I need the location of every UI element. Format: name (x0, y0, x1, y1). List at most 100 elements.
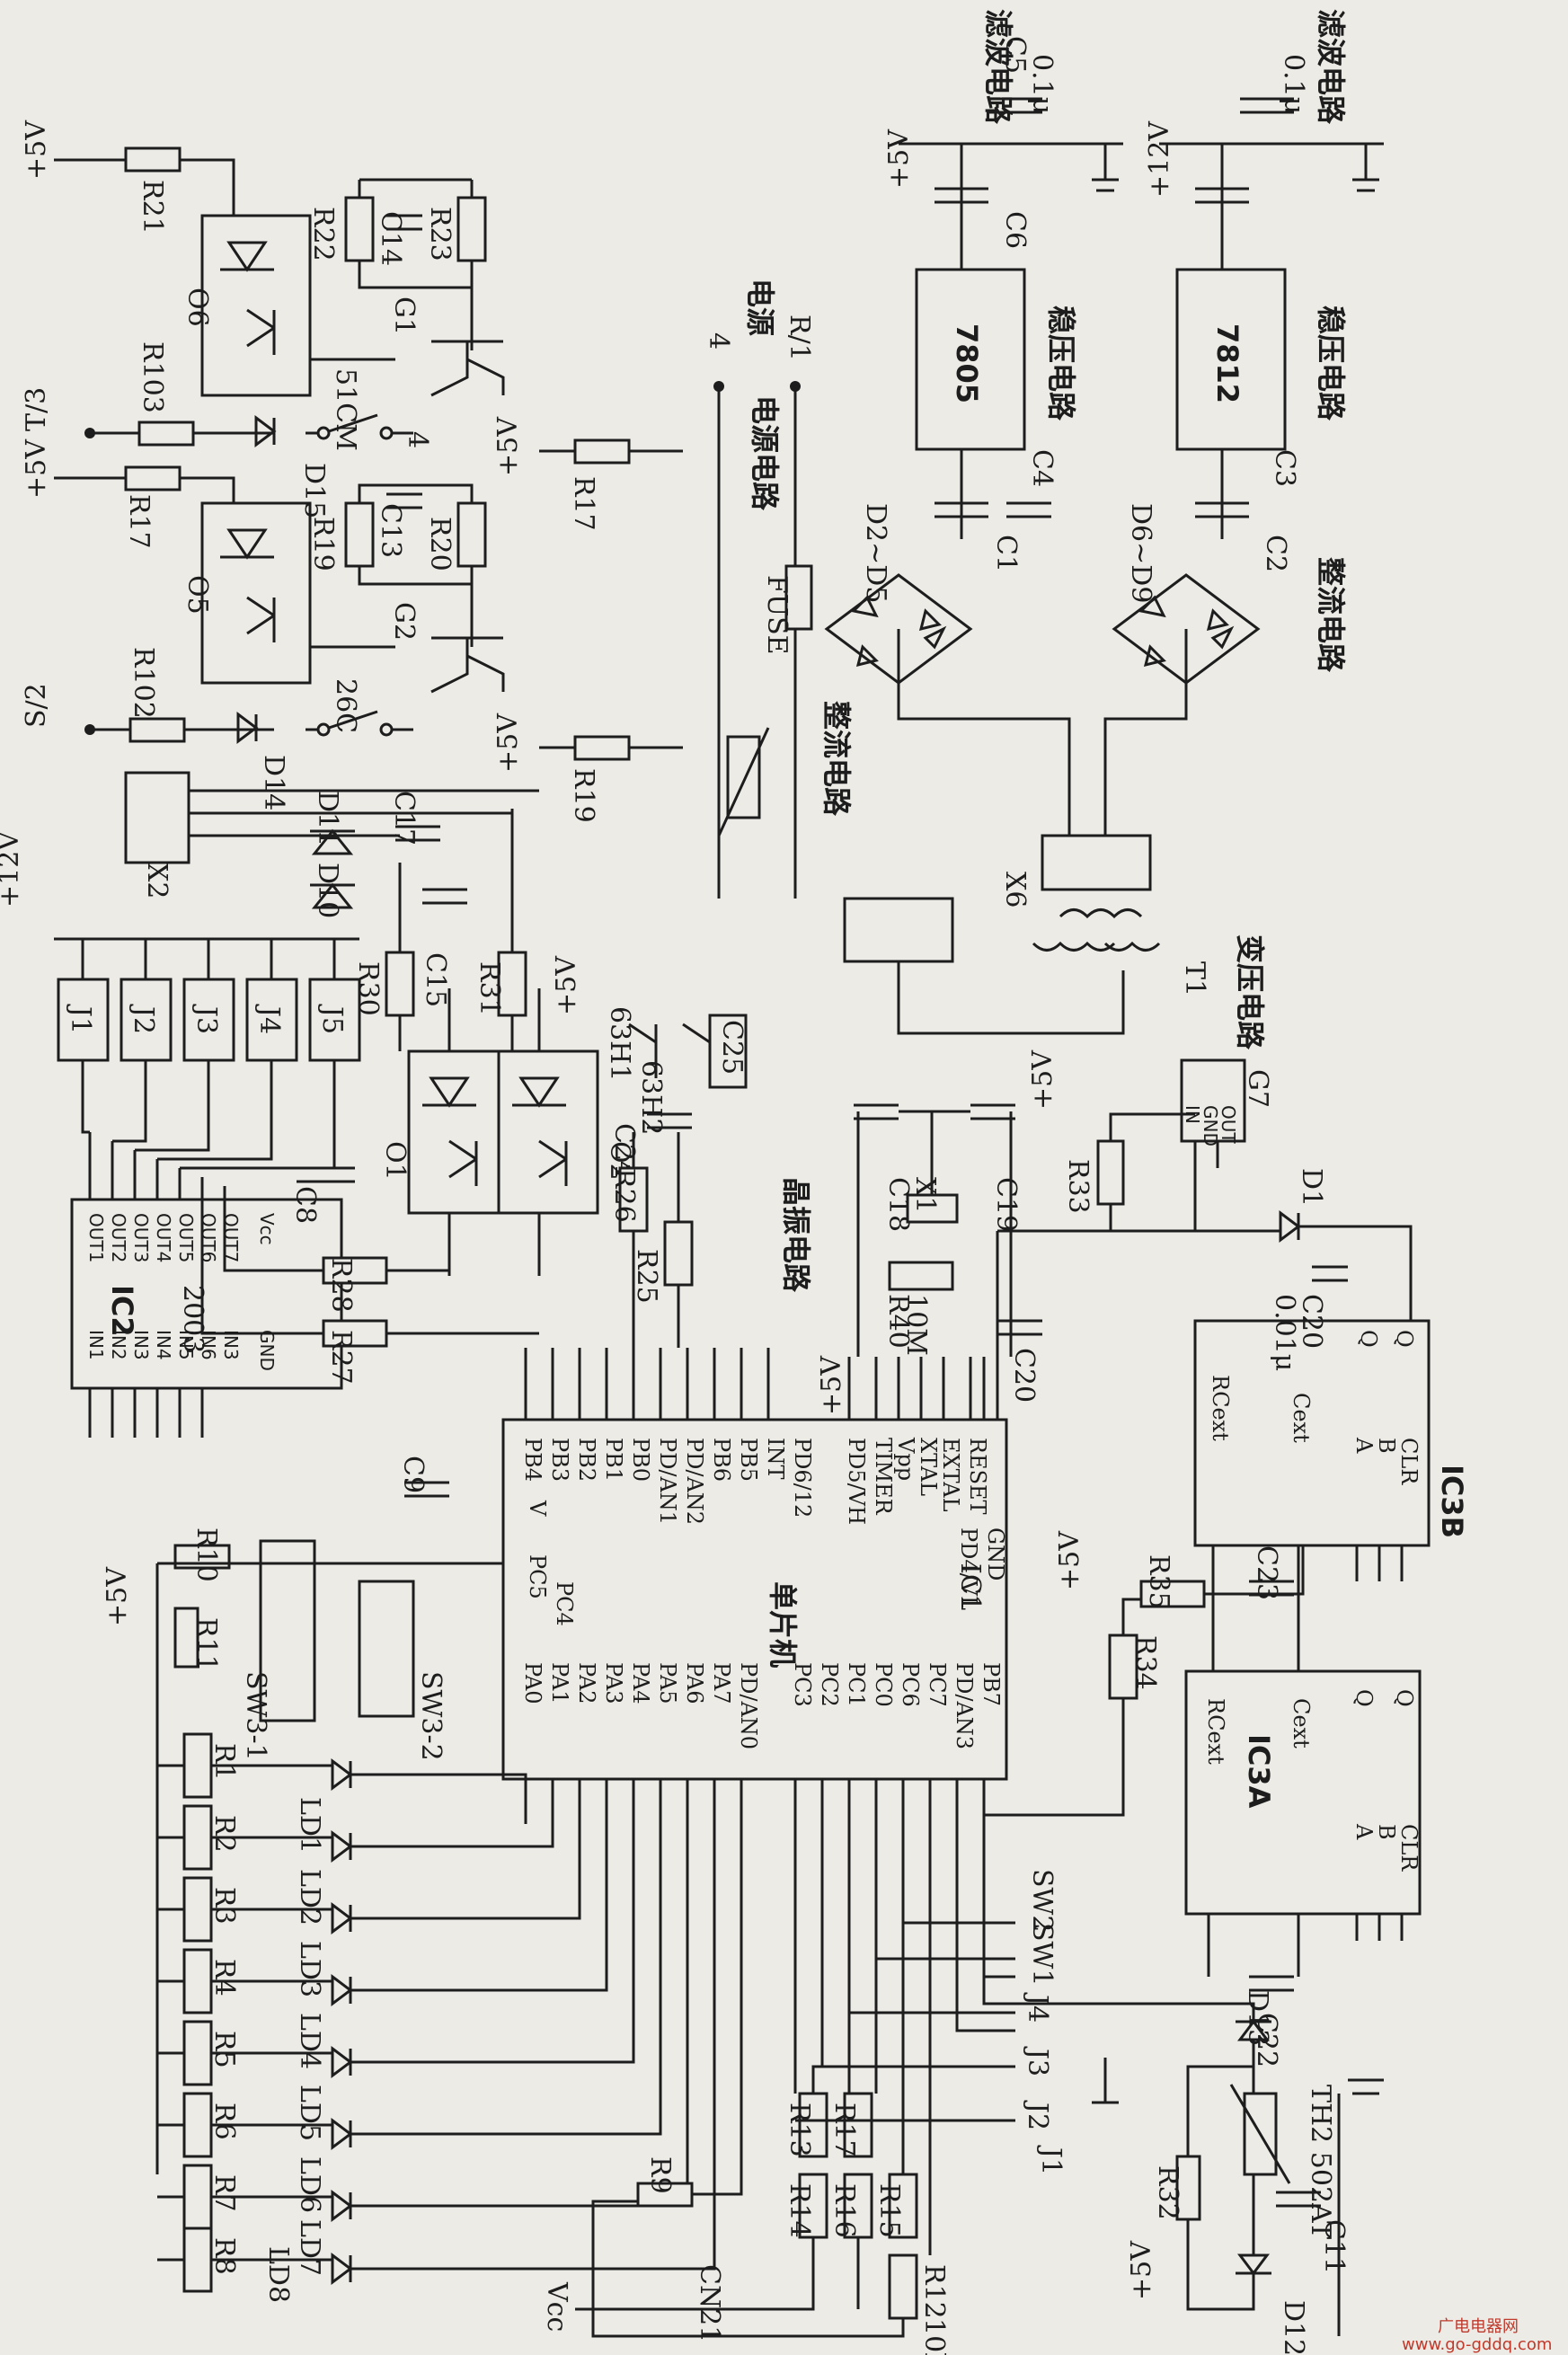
pin-gnd: GND (983, 1527, 1008, 1580)
label-r2: R2 (208, 1815, 240, 1853)
ic3a-cext: Cext (1289, 1698, 1314, 1749)
relay-j4 (245, 978, 298, 1062)
label-r6: R6 (208, 2103, 240, 2140)
label-c11: C11 (1318, 2219, 1350, 2274)
fuse (784, 564, 813, 631)
pin-pa2: PA2 (574, 1662, 599, 1704)
thermistor-section: TH2 502AT D13 D12 R32 C11 +5V (982, 1833, 1384, 2355)
label-c8: C8 (289, 1186, 321, 1224)
ic2-in1: IN1 (85, 1330, 107, 1360)
ic3a-b: B (1374, 1824, 1399, 1840)
rail-p5-c: +5V (492, 416, 524, 476)
resistor-r18 (573, 438, 631, 465)
block-regulator-5v: 稳压电路 (1044, 305, 1078, 421)
label-r13: R13 (784, 2103, 815, 2157)
rail-p5-d: +5V (492, 713, 524, 773)
label-r3: R3 (208, 1887, 240, 1925)
rail-p12-relay: +12V (0, 830, 25, 907)
resistor-r25 (456, 196, 487, 262)
terminal-4: 4 (703, 332, 734, 350)
g7-out: OUT (1218, 1105, 1239, 1144)
pin-pc1: PC1 (844, 1662, 869, 1707)
label-r19: R19 (568, 768, 599, 823)
mono-ic3b: IC3B RCext Cext A B CLR Q Q (1193, 1319, 1469, 1608)
relay-j1 (57, 978, 110, 1062)
transistors-g: G1 G2 (388, 297, 505, 694)
pin-pa5: PA5 (655, 1662, 680, 1704)
rail-p5-ps: +5V (883, 128, 915, 189)
pin-pd612: PD6/12 (790, 1438, 815, 1518)
pin-int: INT (763, 1438, 788, 1480)
ic2-gnd: GND (256, 1330, 278, 1371)
label-r10: R10 (190, 1527, 222, 1582)
label-c4: C4 (1026, 449, 1058, 487)
ic3b-clr: CLR (1396, 1438, 1422, 1485)
mains-input: 电源 电源电路 4 R/1 FUSE (703, 279, 815, 899)
upper-resistors: R21 R22 R23 C14 R17 R19 R20 C13 R103 R10… (72, 146, 683, 823)
resistor-r103 (137, 421, 195, 447)
resistor-r14 (798, 2173, 828, 2239)
pin-pa4: PA4 (628, 1662, 653, 1704)
ic2-out2: OUT2 (108, 1213, 129, 1262)
label-r24: R22 (307, 207, 339, 261)
label-ld1: LD1 (294, 1797, 325, 1854)
ic2-in5: IN5 (175, 1330, 197, 1360)
connector-x2 (124, 771, 190, 864)
label-contact5a: 4 (402, 431, 433, 448)
ic3b-rcext: RCext (1208, 1375, 1233, 1441)
pin-pdan0: PD/AN0 (736, 1662, 761, 1749)
label-d11: D11 (312, 791, 343, 846)
pin-pb5: PB5 (736, 1438, 761, 1482)
label-c20: C22 (1251, 2013, 1282, 2067)
block-power-short: 电源 (743, 279, 777, 336)
ic2-vcc: Vcc (256, 1213, 278, 1245)
resistor-r13 (798, 2092, 828, 2158)
pin-extal: EXTAL (938, 1438, 963, 1512)
driver-inputs: R28 R27 C8 (200, 1166, 539, 1385)
rail-labels: +5V +5V T/3 S/2 +5V +5V +5V (21, 120, 582, 1015)
driver-ic2: IC2 2003 OUT1 OUT2 OUT3 OUT4 OUT5 OUT6 O… (70, 1132, 343, 1438)
label-cn21: CN21 (694, 2264, 725, 2342)
pin-reset: RESET (965, 1438, 990, 1515)
ic3a-rcext: RCext (1203, 1698, 1228, 1765)
label-r26: R25 (631, 1249, 662, 1304)
resistor-r40 (888, 1261, 954, 1291)
label-r17: R17 (828, 2103, 860, 2157)
watermark-cn: 广电电器网 (1438, 2317, 1519, 2336)
transformer-t1: X6 T1 变压电路 (843, 629, 1267, 1050)
opto-o1: O1 (379, 1049, 509, 1215)
block-filter-12v: 滤波电路 (1314, 9, 1348, 125)
label-r20: R17 (123, 494, 155, 549)
label-c18: C20 (1296, 1294, 1327, 1349)
resistor-r2 (182, 1804, 213, 1871)
label-j3: J3 (1022, 2046, 1053, 2076)
led-bank: R1 R2 R3 R4 R5 R6 R7 R8 LD1 LD2 LD3 LD4 … (155, 1562, 716, 2303)
pin-pc5: PC5 (525, 1554, 550, 1599)
resistor-r6 (182, 2092, 213, 2158)
label-c15: C17 (388, 791, 420, 845)
opto-o1-label: O1 (379, 1141, 411, 1181)
relay-j3-label: J3 (190, 1004, 222, 1034)
label-r7: R7 (208, 2174, 240, 2212)
block-regulator-12v: 稳压电路 (1314, 305, 1348, 421)
ic3b-ref: IC3B (1435, 1465, 1469, 1538)
label-r102: R102 (128, 647, 159, 719)
resistor-r4 (182, 1948, 213, 2014)
pin-pa6: PA6 (682, 1662, 707, 1704)
resistor-r21 (344, 501, 375, 568)
label-r15: R15 (873, 2183, 905, 2238)
rail-vcc: Vcc (541, 2281, 572, 2332)
label-r40-value: 10M (900, 1294, 932, 1356)
label-r31: R31 (474, 961, 505, 1016)
label-r23: R21 (137, 180, 168, 235)
g7-gnd: GND (1200, 1105, 1221, 1147)
terminal-r1: R/1 (784, 314, 815, 361)
pin-pc0: PC0 (871, 1662, 896, 1707)
pin-xtal: XTAL (916, 1438, 941, 1496)
label-r18: R17 (568, 476, 599, 531)
label-c14: C15 (420, 952, 451, 1007)
label-g7: G7 (1242, 1069, 1273, 1108)
opto-inputs: R30 R31 C15 (352, 809, 527, 1051)
label-c6: C6 (999, 211, 1031, 249)
label-j4: J4 (1022, 1992, 1053, 2023)
